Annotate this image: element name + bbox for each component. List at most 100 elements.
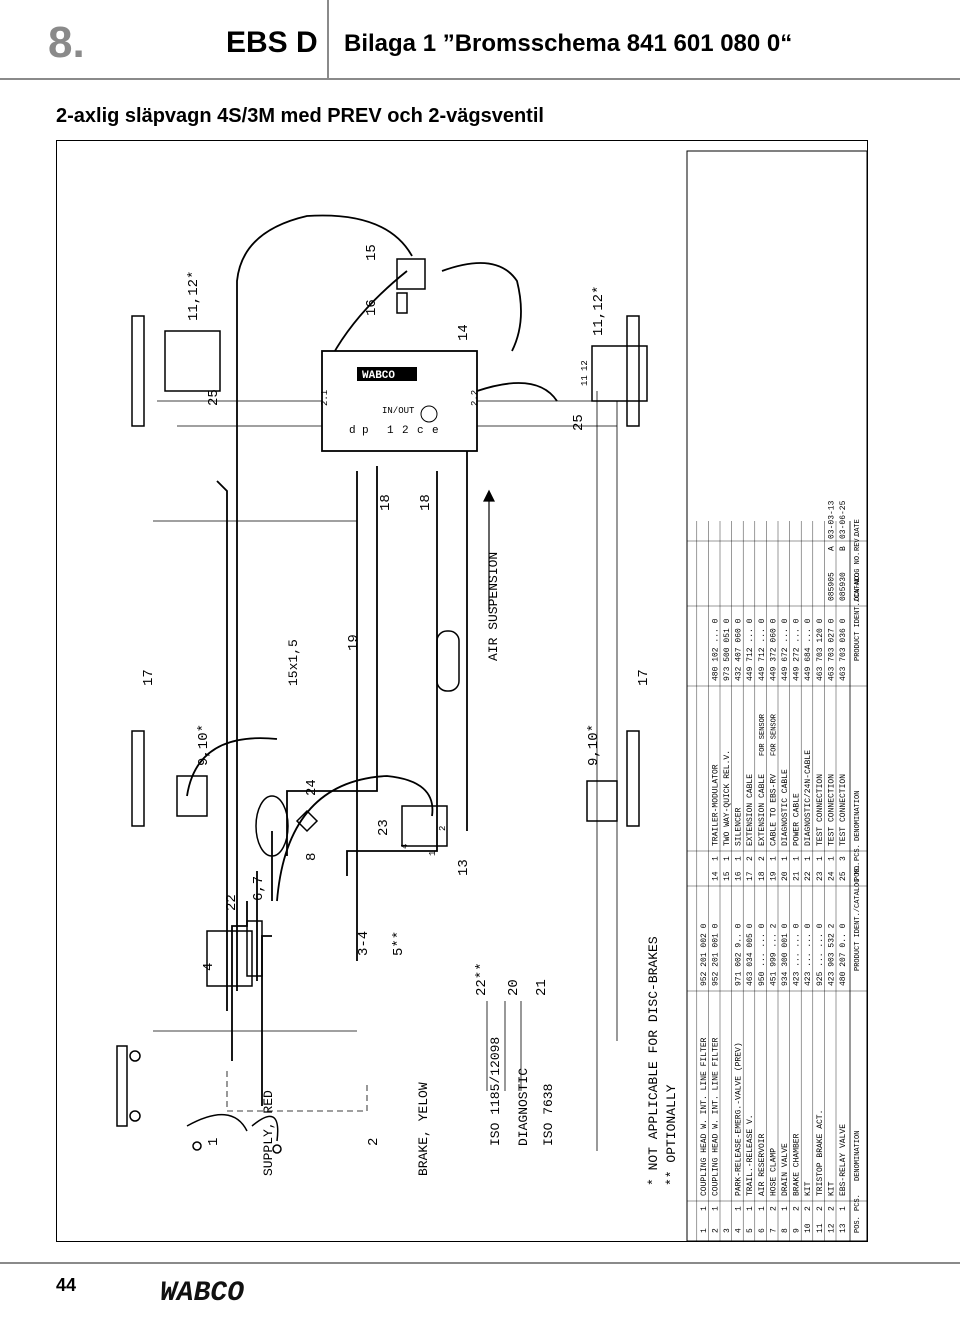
drain-valve — [295, 809, 319, 833]
parts-right-pos: 23 — [816, 871, 825, 881]
parts-right-denom: TEST CONNECTION — [839, 774, 848, 846]
parts-right-pos: 25 — [839, 871, 848, 881]
parts-right-pcs: 3 — [839, 856, 848, 861]
parts-left-pos: 4 — [735, 1228, 744, 1233]
parts-left-pcs: 2 — [769, 1206, 778, 1211]
parts-header-pos: POS. — [854, 1216, 862, 1233]
parts-right-denom: POWER CABLE — [793, 793, 802, 846]
parts-left-ident: 423 ... ... 0 — [793, 923, 802, 986]
ref-8: 8 — [304, 853, 320, 861]
brake-coupling-hose — [251, 1115, 279, 1142]
rev-dcn: 085930 — [839, 572, 848, 601]
ref-port-4: 4 — [400, 844, 410, 849]
brake-schematic: WABCO IN/OUT c e p d 1 2 15x1,5 AIR SUSP… — [116, 117, 960, 1242]
parts-left-pos: 3 — [723, 1228, 732, 1233]
air-suspension-bellows — [436, 630, 460, 692]
parts-left-denom: KIT — [827, 1181, 836, 1196]
port-number-2: 2 — [402, 425, 409, 437]
rev-date: 03-03-13 — [827, 500, 836, 539]
page-subtitle: 2-axlig släpvagn 4S/3M med PREV och 2-vä… — [56, 105, 544, 127]
silencer — [396, 292, 408, 314]
trailer-modulator — [321, 350, 478, 452]
parts-right-pcs: 1 — [781, 856, 790, 861]
parts-right-pos: 20 — [781, 871, 790, 881]
parts-right-denom: EXTENSION CABLE — [746, 774, 755, 846]
rev-header-dcn: DCN-NO. — [854, 572, 862, 601]
modulator-brand-box — [357, 367, 417, 381]
parts-right-denom: DIAGNOSTIC CABLE — [781, 769, 790, 846]
port-letter-c: c — [417, 425, 424, 437]
parts-left-ident: 423 903 532 2 — [827, 923, 836, 986]
parts-left-pcs: 2 — [804, 1206, 813, 1211]
parts-left-pcs: 1 — [700, 1206, 709, 1211]
ref-9-10-right: 9,10* — [586, 724, 602, 766]
parts-list-table: POS. PCS. DENOMINATION PRODUCT IDENT./CATAL… — [686, 150, 868, 1242]
sensor-note-18: FOR SENSOR — [759, 713, 767, 756]
parts-right-ident: 449 672 ... 0 — [781, 618, 790, 681]
parts-left-pos: 12 — [827, 1223, 836, 1233]
parts-right-pos: 18 — [758, 871, 767, 881]
parts-right-ident: 463 703 120 0 — [816, 618, 825, 681]
chapter-number: 8. — [48, 18, 85, 67]
parts-left-ident: 925 ... ... 0 — [816, 923, 825, 986]
ref-22: 22 — [224, 894, 240, 911]
header-rule — [0, 78, 960, 80]
parts-right-pos: 22 — [804, 871, 813, 881]
footer-rule — [0, 1262, 960, 1264]
modulator-connector — [420, 405, 438, 423]
sensor-note-17: FOR SENSOR — [770, 713, 778, 756]
parts-header-pcs-r: PCS. — [854, 844, 862, 861]
parts-right-ident: 463 703 036 0 — [839, 618, 848, 681]
parts-right-pcs: 1 — [827, 856, 836, 861]
parts-left-denom: AIR RESERVOIR — [758, 1133, 767, 1196]
ref-4: 4 — [201, 963, 217, 971]
parts-left-denom: BRAKE CHAMBER — [793, 1133, 802, 1196]
parts-header-ident-r: PRODUCT IDENT./CATALOG NO. — [854, 552, 862, 661]
parts-left-ident: 952 201 001 0 — [711, 923, 720, 986]
parts-right-pos: 15 — [723, 871, 732, 881]
ref-22-opt: 22** — [474, 962, 490, 996]
ref-17b: 17 — [636, 669, 652, 686]
rev-letter: B — [839, 546, 848, 551]
parts-right-pos: 21 — [793, 871, 802, 881]
parts-right-ident: 480 102 ... 0 — [711, 618, 720, 681]
parts-left-pcs: 2 — [793, 1206, 802, 1211]
ref-19: 19 — [346, 634, 362, 651]
two-way-valve — [246, 920, 263, 977]
brake-line — [261, 935, 272, 1106]
air-reservoir — [255, 795, 289, 857]
parts-left-denom: COUPLING HEAD W. INT. LINE FILTER — [700, 1037, 709, 1196]
rev-letter: A — [827, 546, 836, 551]
port-letter-p: p — [362, 425, 369, 437]
parts-left-pcs: 1 — [735, 1206, 744, 1211]
parts-right-denom: CABLE TO EBS-RV — [769, 774, 778, 846]
ref-1: 1 — [206, 1138, 222, 1146]
ref-25a: 25 — [206, 389, 222, 406]
parts-right-pcs: 1 — [804, 856, 813, 861]
port-letter-e: e — [432, 425, 439, 437]
note-2: ** OPTIONALLY — [664, 1084, 679, 1186]
ref-17a: 17 — [141, 669, 157, 686]
parts-header-denom-r: DENOMINATION — [854, 791, 862, 841]
iso-1185-label: ISO 1185/12098 — [488, 1037, 503, 1146]
parts-right-ident: 449 272 ... 0 — [793, 618, 802, 681]
ref-18a: 18 — [378, 494, 394, 511]
supply-line — [231, 901, 248, 1061]
parts-left-pcs: 2 — [816, 1206, 825, 1211]
parts-right-denom: TRAILER-MODULATOR — [711, 764, 720, 846]
wabco-logo-text: WABCO — [160, 1278, 244, 1307]
ref-15: 15 — [364, 244, 380, 261]
parts-left-pos: 11 — [816, 1223, 825, 1233]
parts-left-ident: 451 999 ... 2 — [769, 923, 778, 986]
ref-9-10-left: 9,10* — [196, 724, 212, 766]
parts-header-pcs: PCS. — [854, 1194, 862, 1211]
parts-right-denom: TWO WAY-QUICK REL.V. — [723, 750, 732, 846]
parts-right-pos: 17 — [746, 871, 755, 881]
parts-left-ident: 950 ... ... 0 — [758, 923, 767, 986]
tristop-chamber-left — [164, 330, 221, 392]
brake-actuator-rear-right — [626, 730, 640, 827]
parts-left-pos: 2 — [711, 1228, 720, 1233]
parts-left-ident: 463 034 005 0 — [746, 923, 755, 986]
parts-header-pos-r: POS. — [854, 864, 862, 881]
parts-left-denom: COUPLING HEAD W. INT. LINE FILTER — [711, 1037, 720, 1196]
